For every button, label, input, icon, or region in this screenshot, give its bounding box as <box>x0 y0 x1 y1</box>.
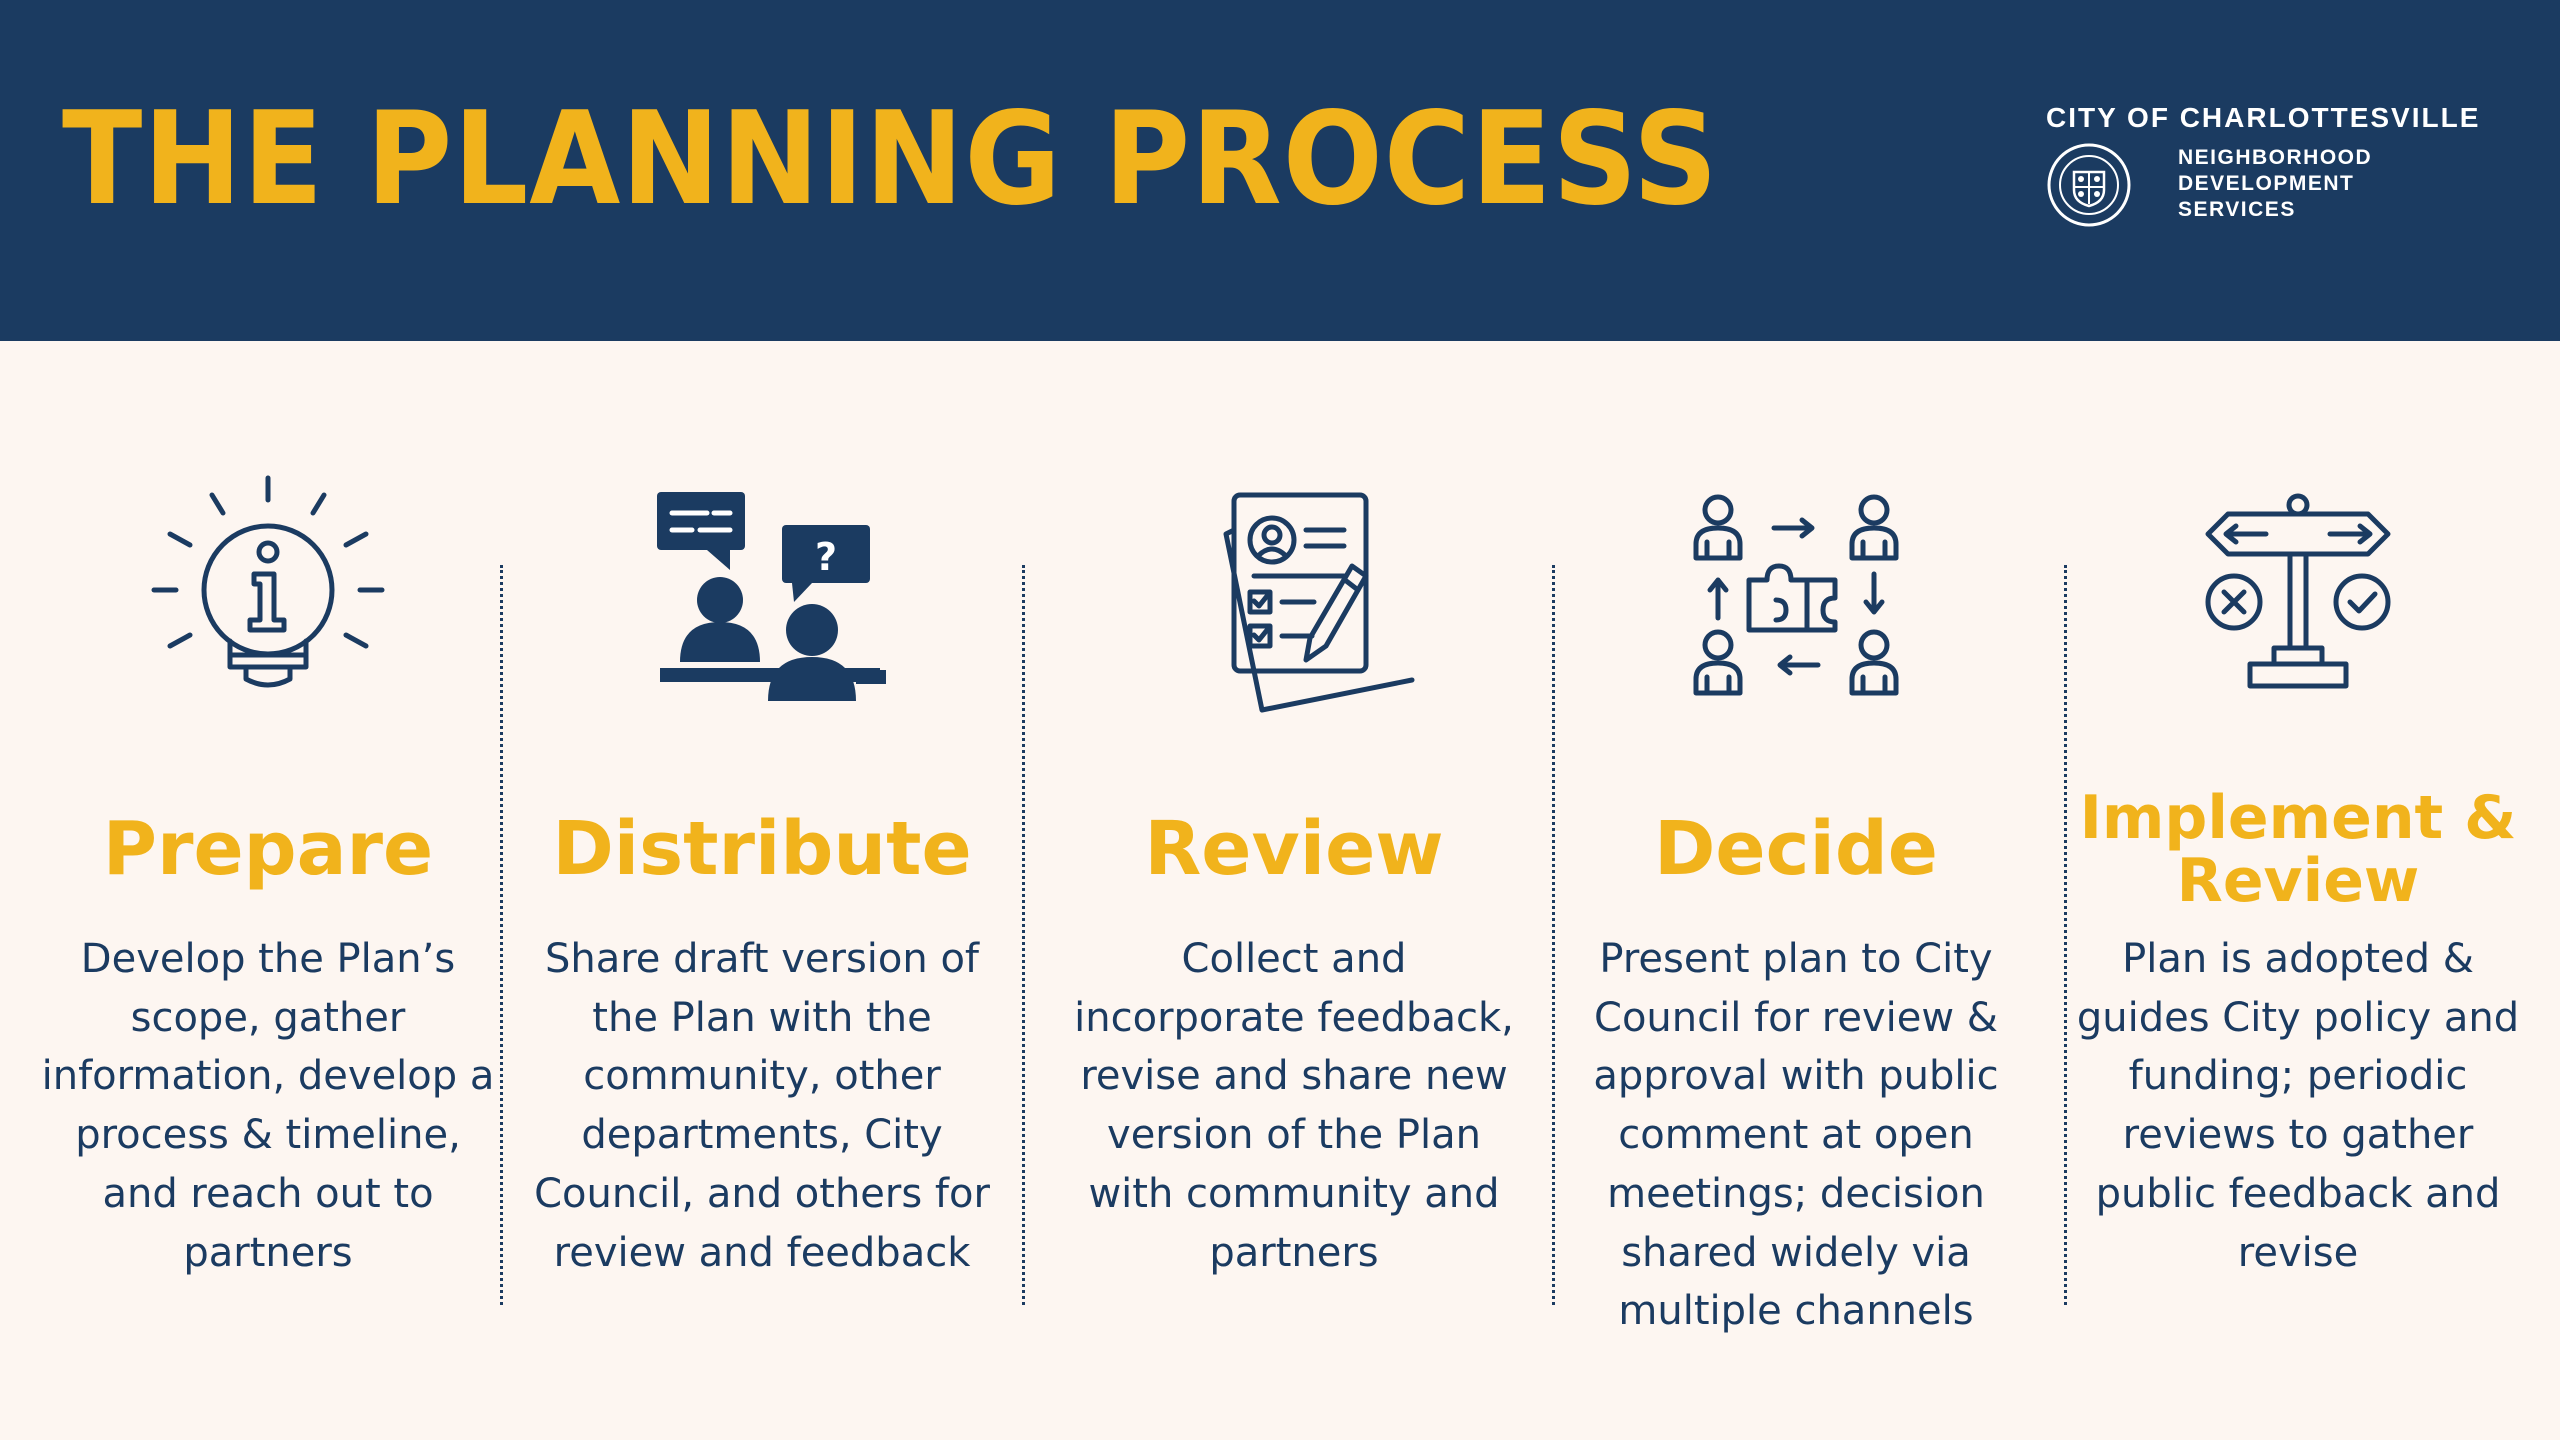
column-divider <box>1022 565 1025 1305</box>
header-banner: THE PLANNING PROCESS CITY OF CHARLOTTESV… <box>0 0 2560 341</box>
step-description: Share draft version of the Plan with the… <box>534 936 990 1276</box>
department-line: SERVICES <box>2178 198 2296 221</box>
page-title: THE PLANNING PROCESS <box>62 85 1719 234</box>
column-divider <box>2064 565 2067 1305</box>
collaboration-puzzle-icon <box>1693 494 1899 696</box>
step-title: Decide <box>1653 806 1938 893</box>
org-name: CITY OF CHARLOTTESVILLE <box>2046 102 2481 133</box>
department-line: DEVELOPMENT <box>2178 172 2355 195</box>
svg-text:?: ? <box>815 535 837 579</box>
column-divider <box>1552 565 1555 1305</box>
step-title: Implement & Review <box>2079 783 2517 916</box>
step-title: Prepare <box>102 806 434 893</box>
department-line: NEIGHBORHOOD <box>2178 146 2373 169</box>
city-seal-icon <box>2047 143 2131 227</box>
step-description: Develop the Plan’s scope, gather informa… <box>41 936 495 1276</box>
lightbulb-info-icon <box>151 475 385 688</box>
signpost-decision-icon <box>2205 493 2391 689</box>
step-title: Review <box>1144 806 1444 893</box>
discussion-icon: ? <box>657 492 886 701</box>
step-description: Collect and incorporate feedback, revise… <box>1074 936 1514 1276</box>
step-title: Distribute <box>552 806 972 893</box>
document-review-icon <box>1223 492 1415 713</box>
step-description: Plan is adopted & guides City policy and… <box>2076 936 2520 1276</box>
step-description: Present plan to City Council for review … <box>1593 936 1999 1335</box>
column-divider <box>500 565 503 1305</box>
department-name: NEIGHBORHOOD DEVELOPMENT SERVICES <box>2178 145 2372 223</box>
